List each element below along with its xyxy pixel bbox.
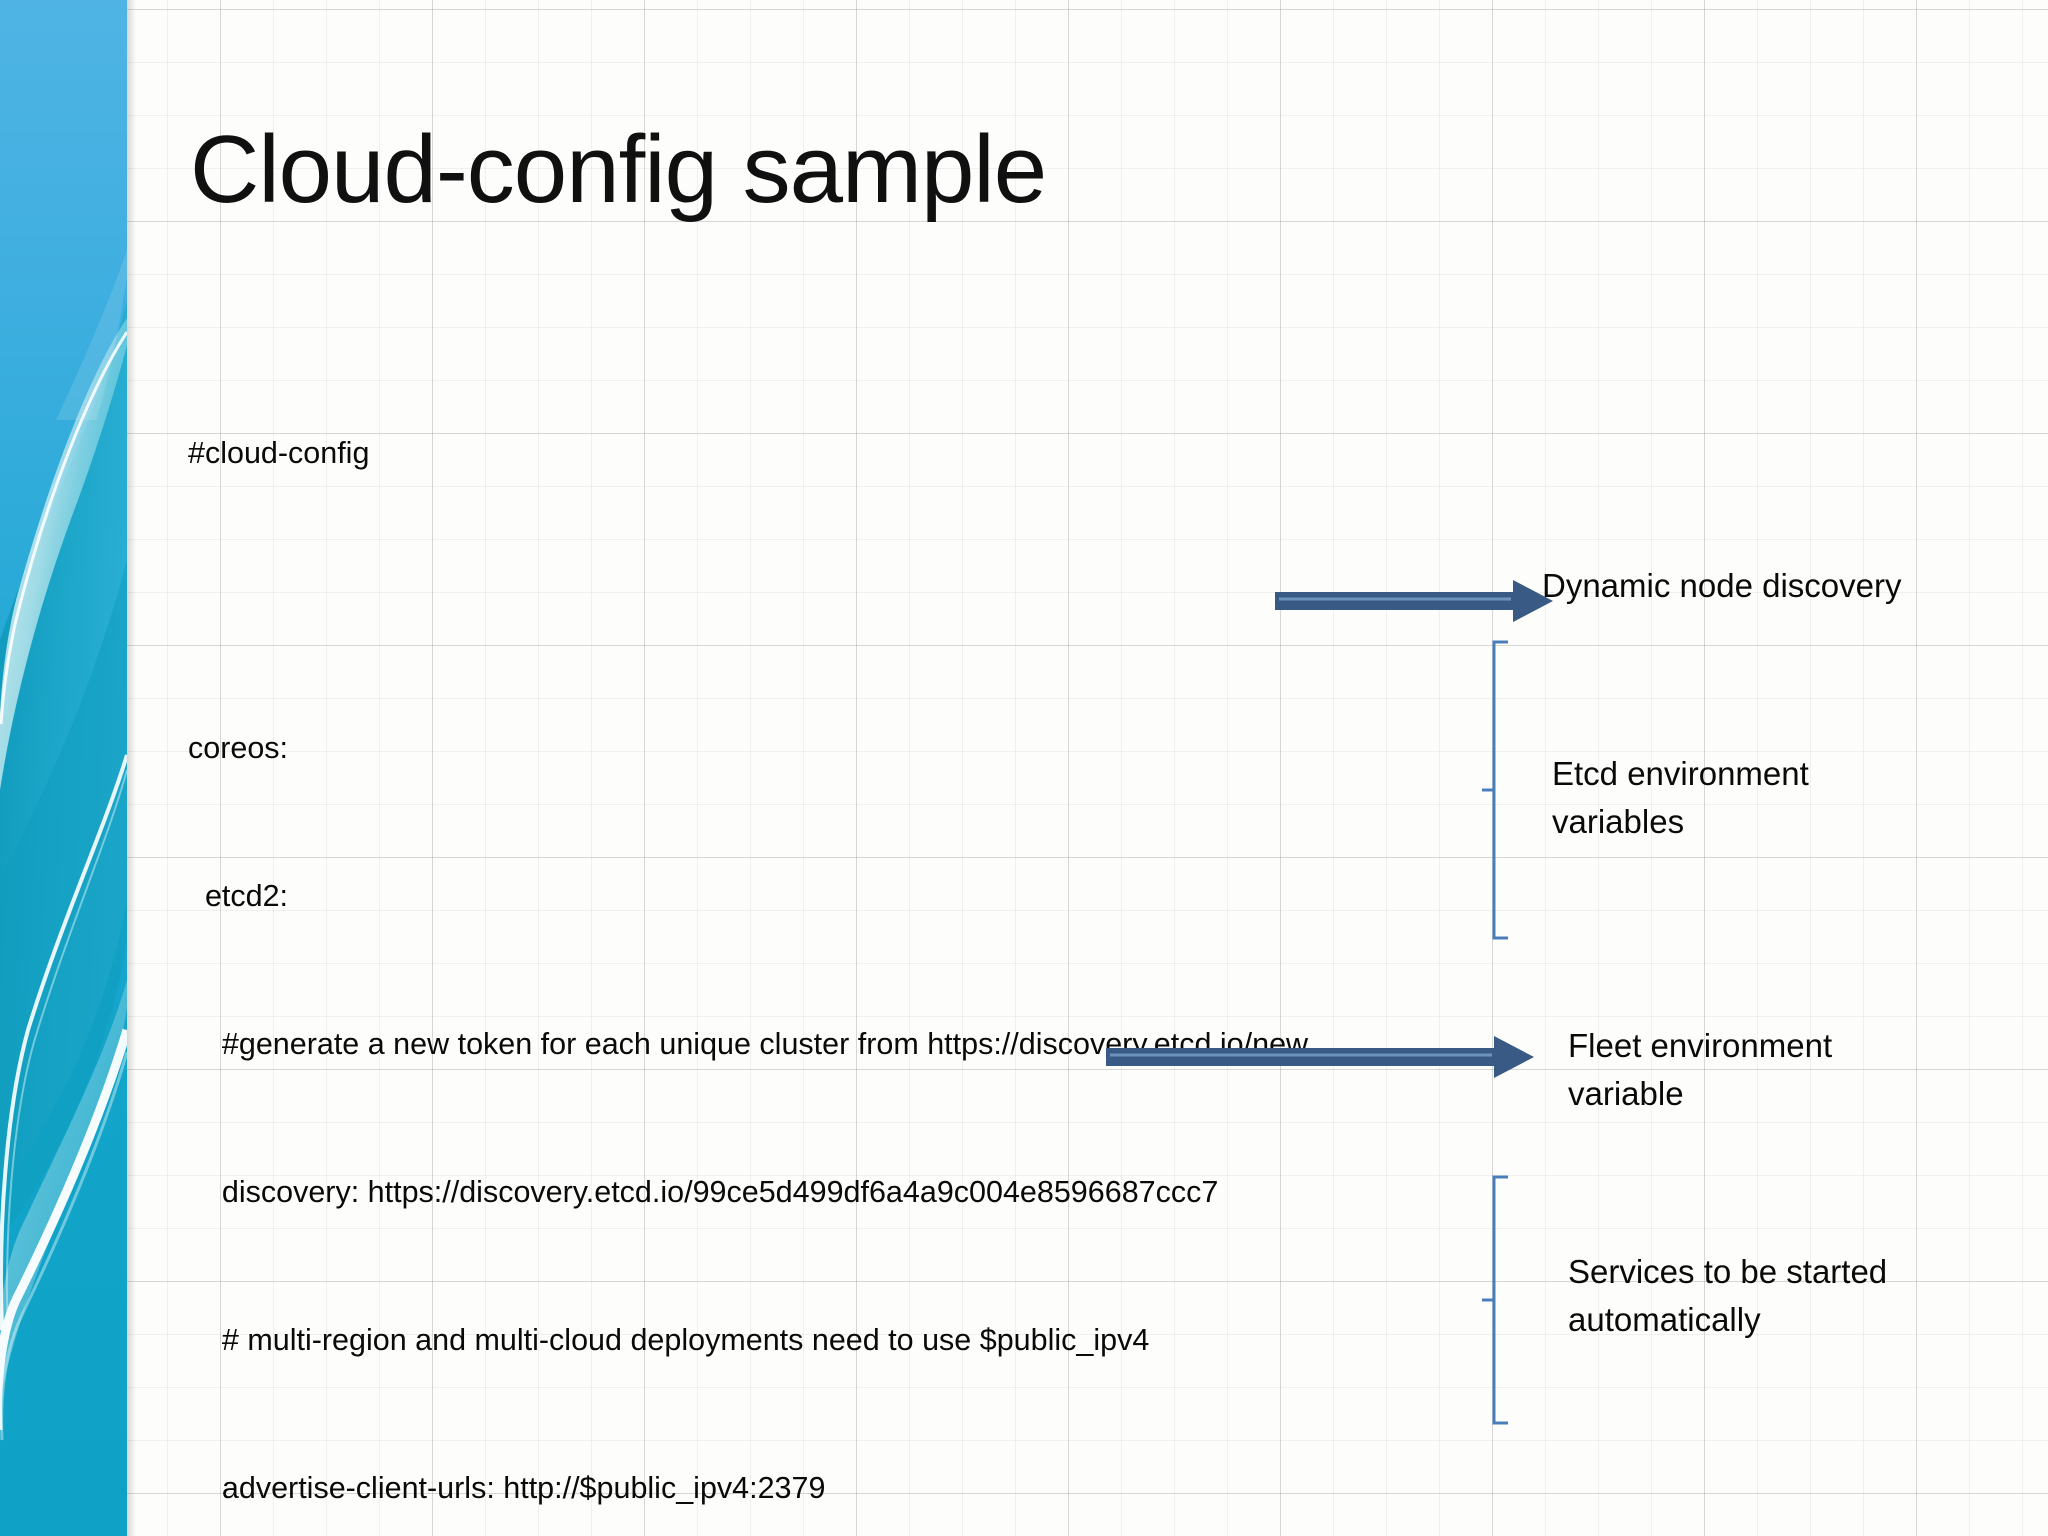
annotation-etcd-environment-variables: Etcd environment variables	[1552, 755, 1809, 840]
annotation-fleet-environment-variable: Fleet environment variable	[1568, 1027, 1833, 1112]
code-line: #cloud-config	[188, 435, 370, 470]
bracket-etcd-environment-variables	[1482, 640, 1508, 940]
cloud-config-code-block: #cloud-config coreos: etcd2: #generate a…	[188, 330, 1388, 1536]
code-line: # multi-region and multi-cloud deploymen…	[188, 1322, 1150, 1357]
code-line: etcd2:	[188, 879, 289, 914]
code-line-blank	[188, 576, 1388, 625]
decorative-sidebar	[0, 0, 127, 1536]
sidebar-shadow-edge	[127, 0, 136, 1536]
code-line: #generate a new token for each unique cl…	[188, 1027, 1309, 1062]
page-title: Cloud-config sample	[190, 116, 1047, 223]
code-line: advertise-client-urls: http://$public_ip…	[188, 1470, 826, 1505]
sidebar-swoosh-graphic	[0, 250, 127, 1441]
code-line: discovery: https://discovery.etcd.io/99c…	[188, 1175, 1219, 1210]
arrow-fleet-environment-variable	[1106, 1036, 1534, 1078]
annotation-dynamic-node-discovery: Dynamic node discovery	[1542, 567, 1902, 604]
annotation-services-started-automatically: Services to be started automatically	[1568, 1253, 1888, 1338]
code-line: coreos:	[188, 731, 289, 766]
arrow-dynamic-node-discovery	[1275, 580, 1553, 622]
bracket-services-started-automatically	[1482, 1175, 1508, 1425]
